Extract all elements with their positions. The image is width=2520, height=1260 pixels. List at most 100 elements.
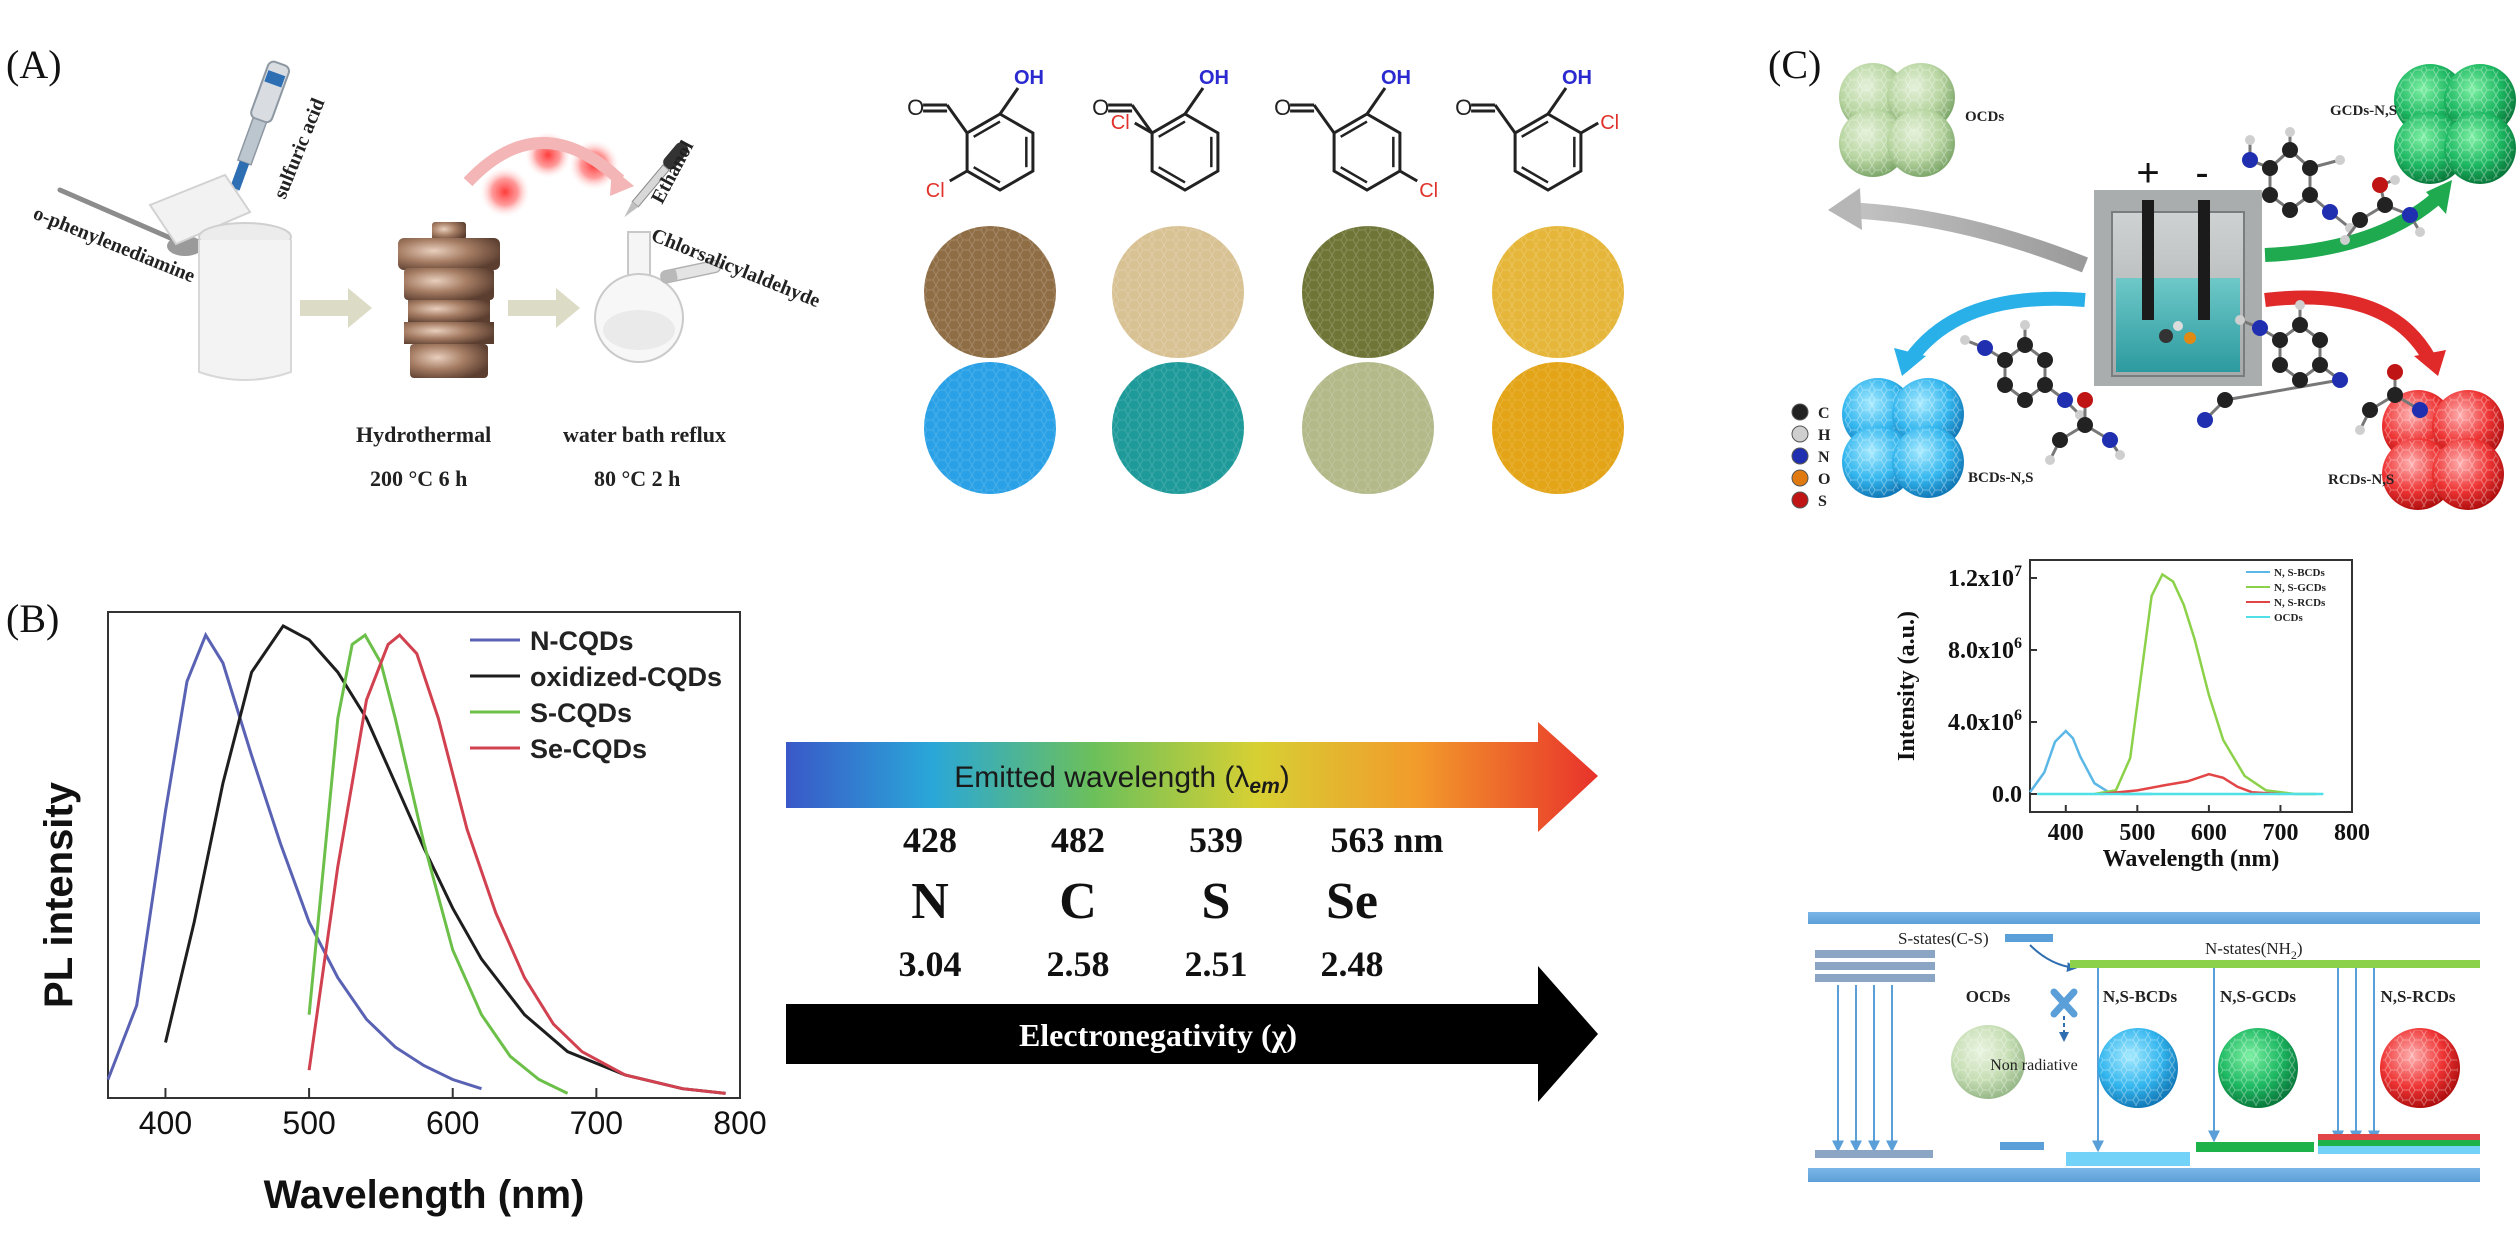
energy-diagram: S-states(C-S) N-states(NH2) OCDs Non rad…: [1808, 912, 2480, 1182]
aldehyde-o-label: O: [1274, 95, 1291, 120]
powder-texture: [1492, 226, 1624, 358]
thioamide-left-atom: [2102, 432, 2118, 448]
intensity-series-n-s-gcds: [2094, 572, 2317, 796]
atom-legend-swatch: [1791, 469, 1809, 487]
bcds-ground: [2066, 1152, 2190, 1166]
electronegativity-value: 2.51: [1185, 944, 1248, 984]
element-symbol: Se: [1326, 873, 1378, 930]
double-bond: [1340, 120, 1368, 138]
chlorine-bond: [949, 169, 968, 183]
thioamide-right-atom: [2355, 425, 2365, 435]
thioamide-right-atom: [2387, 387, 2403, 403]
bcds-cluster-texture: [1844, 428, 1912, 496]
diamine-left-atom: [2037, 377, 2053, 393]
s-states-label: S-states(C-S): [1898, 929, 1989, 948]
label-bcds: BCDs-N,S: [1968, 470, 2033, 486]
arrow-to-ocds-head: [1828, 188, 1862, 230]
element-symbol: N: [911, 873, 949, 930]
gcds-cluster-texture: [2446, 114, 2514, 182]
chlorine-label: Cl: [1111, 112, 1130, 134]
diamine-top-atom: [2242, 152, 2258, 168]
hydroxyl-bond: [1546, 87, 1568, 115]
diamine-left-atom: [2037, 352, 2053, 368]
thioamide-right-atom: [2362, 402, 2378, 418]
pl-x-tick-label: 500: [282, 1105, 335, 1141]
element-symbol: S: [1202, 873, 1231, 930]
gcds-energy-label: N,S-GCDs: [2220, 987, 2296, 1006]
thioamide-top-atom: [2340, 235, 2350, 245]
pl-series-n-cqds: [106, 631, 482, 1091]
hydroxyl-label: OH: [1381, 67, 1411, 89]
diamine-left-atom: [1977, 340, 1993, 356]
pl-y-label: PL intensity: [37, 781, 81, 1008]
arrow-to-rcds-head: [2414, 350, 2446, 376]
diamine-top-atom: [2282, 142, 2298, 158]
emitted-wavelength-arrow: [786, 722, 1598, 832]
s-state-level: [1815, 974, 1935, 982]
panel-label-c: (C): [1768, 42, 1821, 87]
hydroxyl-bond: [1365, 87, 1387, 115]
gcds-ground: [2196, 1142, 2314, 1152]
wavelength-value: 428: [903, 820, 957, 860]
beaker-icon: [198, 222, 292, 381]
dropper-icon: [624, 142, 689, 218]
chlorine-bond: [1580, 121, 1599, 135]
atom-legend-label: O: [1818, 471, 1830, 488]
thioamide-left-atom: [2077, 392, 2093, 408]
tick-mantissa: 0.0: [1992, 782, 2022, 808]
diamine-right-atom: [2295, 300, 2305, 310]
reagent-block: [148, 173, 252, 246]
diamine-top-atom: [2282, 202, 2298, 218]
non-radiative-label: Non radiative: [1990, 1057, 2078, 1074]
atom-legend-label: S: [1818, 493, 1827, 510]
s-to-n-transfer: [2029, 944, 2077, 973]
aldehyde-bond: [1493, 104, 1517, 134]
aldehyde-bond: [1130, 104, 1154, 134]
process-arrow-2: [508, 288, 580, 328]
rcds-cluster-texture: [2434, 440, 2502, 508]
wavelength-value: 563 nm: [1330, 820, 1443, 860]
diamine-left-atom: [2017, 392, 2033, 408]
pl-series-se-cqds: [307, 633, 726, 1095]
powder-photos: [924, 226, 1624, 494]
atom-legend-label: N: [1818, 449, 1830, 466]
thioamide-top-atom: [2372, 177, 2388, 193]
ocds-cluster-texture: [1841, 111, 1905, 175]
diamine-right-atom: [2252, 320, 2268, 336]
ocds-cluster-texture: [1889, 111, 1953, 175]
bcds-dot-texture: [2100, 1030, 2176, 1106]
arrow-to-gcds-head: [2426, 180, 2452, 214]
diamine-left-atom: [2017, 337, 2033, 353]
pl-legend-label: N-CQDs: [530, 626, 634, 656]
s-state-level: [1815, 950, 1935, 958]
defect-level: [2000, 1142, 2044, 1150]
rcds-dot-texture: [2382, 1030, 2458, 1106]
thioamide-top-atom: [2377, 197, 2393, 213]
intensity-y-label: Intensity (a.u.): [1894, 611, 1920, 761]
rcds-cluster-texture: [2384, 440, 2452, 508]
thioamide-left-atom: [2077, 417, 2093, 433]
pl-x-label: Wavelength (nm): [264, 1173, 585, 1217]
diamine-right-atom: [2312, 332, 2328, 348]
diamine-left-atom: [1997, 352, 2013, 368]
diamine-right-atom: [2217, 392, 2233, 408]
thioamide-left-atom: [2045, 455, 2055, 465]
pl-chart-frame: [107, 611, 741, 1099]
rcds-energy-label: N,S-RCDs: [2380, 987, 2455, 1006]
chlorine-label: Cl: [926, 180, 945, 202]
rcds-ground-blue: [2318, 1146, 2480, 1154]
anode-sign: +: [2136, 151, 2159, 195]
intensity-y-tick-label: 4.0x106: [1948, 707, 2022, 736]
tick-exponent: 6: [2014, 635, 2022, 652]
cathode-sign: -: [2195, 151, 2208, 195]
intensity-y-tick-label: 1.2x107: [1948, 563, 2022, 592]
powder-texture: [1112, 362, 1244, 494]
thioamide-right-atom: [2387, 364, 2403, 380]
intensity-x-tick-label: 400: [2048, 820, 2084, 846]
pl-x-tick-label: 700: [570, 1105, 623, 1141]
